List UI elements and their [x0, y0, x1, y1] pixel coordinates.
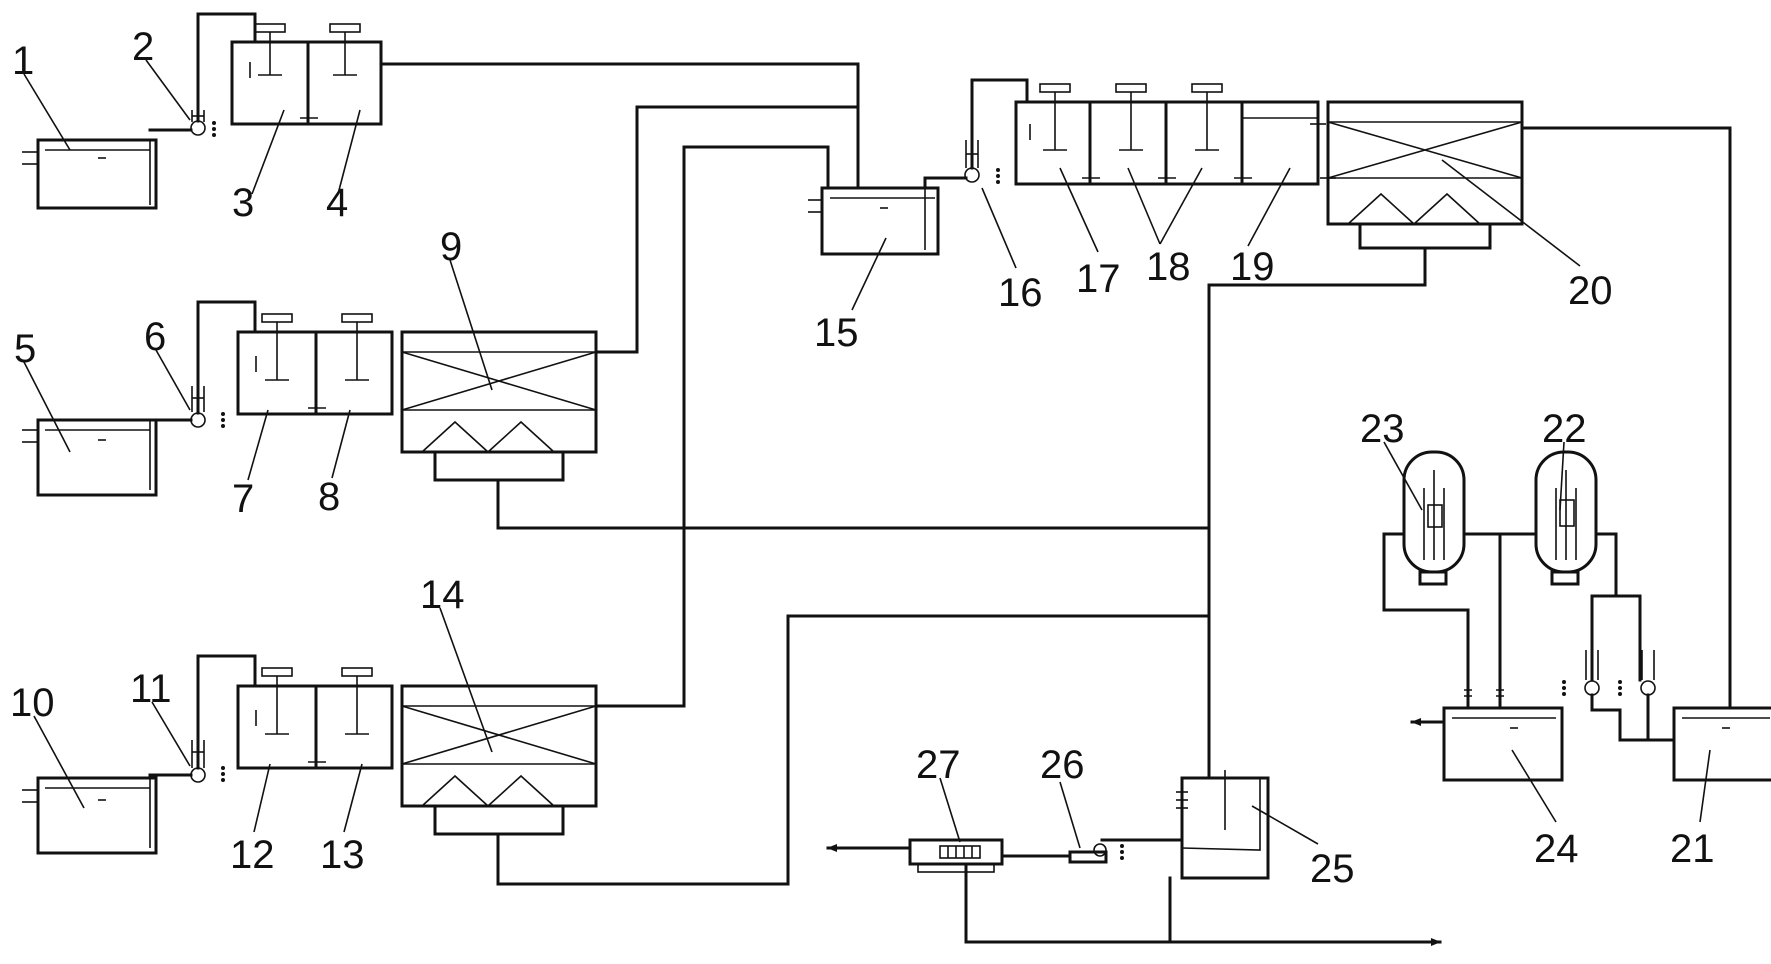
sludge-tank-25 — [1176, 770, 1270, 880]
raw-tank-1 — [22, 138, 158, 210]
tank-21 — [1672, 706, 1771, 782]
pump-6 — [190, 386, 225, 428]
pump-2 — [190, 110, 216, 137]
label-20: 20 — [1568, 269, 1613, 313]
filter-press-27 — [908, 838, 1004, 873]
label-8: 8 — [318, 475, 340, 519]
mix-tank-12 — [236, 667, 318, 770]
label-2: 2 — [132, 25, 154, 69]
settler-9 — [400, 330, 598, 482]
label-12: 12 — [230, 833, 275, 877]
regulating-tank-15 — [808, 186, 940, 256]
tank-19 — [1234, 100, 1326, 186]
mix-tank-18a — [1082, 83, 1168, 186]
label-11: 11 — [130, 667, 172, 711]
label-22: 22 — [1542, 407, 1587, 451]
label-27: 27 — [916, 743, 961, 787]
label-24: 24 — [1534, 827, 1579, 871]
part-labels: 1 2 3 4 5 6 7 8 9 10 11 12 13 14 15 16 1… — [10, 25, 1715, 891]
label-9: 9 — [440, 225, 462, 269]
mix-tank-8 — [308, 313, 394, 416]
label-5: 5 — [14, 327, 36, 371]
label-15: 15 — [814, 311, 859, 355]
mix-tank-18b — [1158, 83, 1244, 186]
settler-14 — [400, 684, 598, 836]
sludge-pump-26 — [1068, 843, 1124, 864]
label-14: 14 — [420, 573, 465, 617]
mix-tank-13 — [308, 667, 394, 770]
label-17: 17 — [1076, 257, 1121, 301]
label-7: 7 — [232, 477, 254, 521]
pump-11 — [190, 740, 225, 783]
clean-tank-24 — [1442, 706, 1564, 782]
label-4: 4 — [326, 181, 348, 225]
settler-20 — [1320, 100, 1524, 250]
raw-tank-5 — [22, 418, 158, 497]
filter-22 — [1534, 450, 1598, 586]
label-19: 19 — [1230, 245, 1275, 289]
label-25: 25 — [1310, 847, 1355, 891]
label-16: 16 — [998, 271, 1043, 315]
leader-lines — [23, 59, 1711, 849]
label-10: 10 — [10, 681, 55, 725]
filter-23 — [1402, 450, 1466, 586]
raw-tank-10 — [22, 776, 158, 855]
label-3: 3 — [232, 181, 254, 225]
mix-tank-3 — [230, 23, 310, 126]
label-21: 21 — [1670, 827, 1715, 871]
pump-16 — [964, 140, 1000, 184]
mix-tank-7 — [236, 313, 318, 416]
label-26: 26 — [1040, 743, 1085, 787]
label-23: 23 — [1360, 407, 1405, 451]
label-13: 13 — [320, 833, 365, 877]
label-6: 6 — [144, 315, 166, 359]
mix-tank-4 — [300, 23, 383, 126]
label-1: 1 — [12, 39, 34, 83]
label-18: 18 — [1146, 245, 1191, 289]
